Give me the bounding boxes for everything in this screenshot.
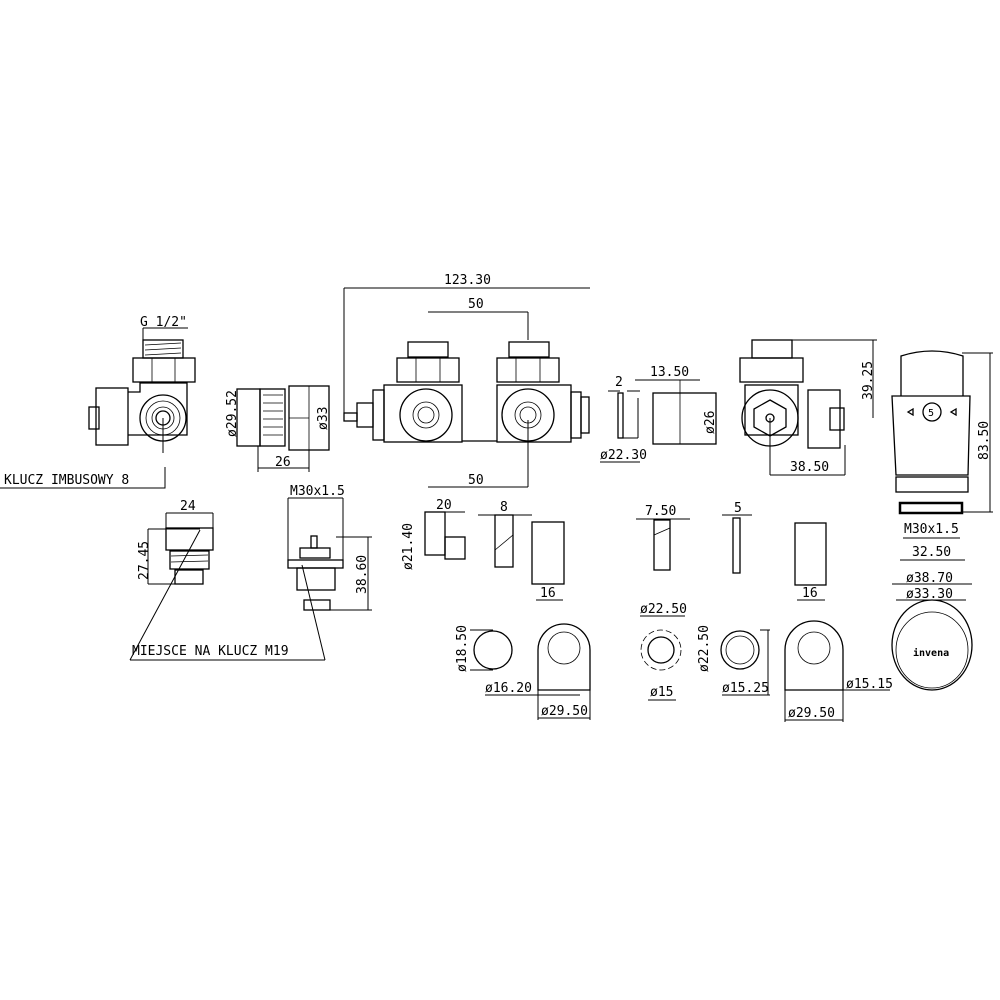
dim-7-50: 7.50 xyxy=(645,504,676,519)
dim-d18-50: ø18.50 xyxy=(455,625,470,672)
dim-5: 5 xyxy=(734,501,742,516)
dim-123-30: 123.30 xyxy=(444,273,491,288)
dim-50-top: 50 xyxy=(468,297,484,312)
dim-20: 20 xyxy=(436,498,452,513)
small-parts-row: 2 ø22.30 13.50 ø26 20 ø21.40 8 16 7.50 5… xyxy=(401,365,827,601)
dim-d21-40: ø21.40 xyxy=(401,523,416,570)
dim-27-45: 27.45 xyxy=(137,541,152,580)
dim-d15-25: ø15.25 xyxy=(722,681,769,696)
thermostatic-insert-view: M30x1.5 38.60 MIEJSCE NA KLUCZ M19 xyxy=(129,484,372,661)
dim-26: 26 xyxy=(275,455,291,470)
dim-d29-50-b: ø29.50 xyxy=(788,706,835,721)
dim-d29-52: ø29.52 xyxy=(225,390,240,437)
dim-d38-70: ø38.70 xyxy=(906,571,953,586)
rings-and-washers: ø18.50 ø16.20 ø29.50 ø22.50 ø15 ø22.50 ø… xyxy=(455,602,893,722)
dim-32-50: 32.50 xyxy=(912,545,951,560)
dim-d33: ø33 xyxy=(316,407,331,430)
dim-d15: ø15 xyxy=(650,685,673,700)
dim-16-a: 16 xyxy=(540,586,556,601)
wrench-place-label: MIEJSCE NA KLUCZ M19 xyxy=(132,644,289,659)
dial-number: 5 xyxy=(928,408,934,419)
union-nut-view: ø29.52 ø33 26 xyxy=(225,385,331,472)
brand-logo: invena xyxy=(913,647,949,659)
dim-2: 2 xyxy=(615,375,623,390)
dim-8: 8 xyxy=(500,500,508,515)
dim-13-50: 13.50 xyxy=(650,365,689,380)
thread-label: G 1/2" xyxy=(140,315,187,330)
hex-key-label: KLUCZ IMBUSOWY 8 xyxy=(4,473,129,488)
dim-38-60: 38.60 xyxy=(355,555,370,594)
angle-valve-side-view: G 1/2" KLUCZ IMBUSOWY 8 xyxy=(0,315,196,489)
dim-83-50: 83.50 xyxy=(977,421,992,460)
dim-m30-left: M30x1.5 xyxy=(290,484,345,499)
dim-d15-15: ø15.15 xyxy=(846,677,893,692)
dim-16-b: 16 xyxy=(802,586,818,601)
dim-24: 24 xyxy=(180,499,196,514)
dim-d33-30: ø33.30 xyxy=(906,587,953,602)
dim-m30-right: M30x1.5 xyxy=(904,522,959,537)
dim-d22-30: ø22.30 xyxy=(600,448,647,463)
dim-38-50: 38.50 xyxy=(790,460,829,475)
right-angle-valve-view: 39.25 38.50 xyxy=(739,339,877,476)
dim-d16-20: ø16.20 xyxy=(485,681,532,696)
dim-d26: ø26 xyxy=(703,411,718,434)
thermostatic-head-view: 5 83.50 M30x1.5 32.50 ø38.70 ø33.30 inve… xyxy=(891,350,993,691)
dim-d29-50-a: ø29.50 xyxy=(541,704,588,719)
valve-insert-view: 24 27.45 xyxy=(137,499,214,585)
dim-d22-50-a: ø22.50 xyxy=(640,602,687,617)
dim-d22-50-b: ø22.50 xyxy=(697,625,712,672)
dim-39-25: 39.25 xyxy=(861,361,876,400)
twin-valve-view: 123.30 50 50 xyxy=(343,273,590,488)
dim-50-bottom: 50 xyxy=(468,473,484,488)
